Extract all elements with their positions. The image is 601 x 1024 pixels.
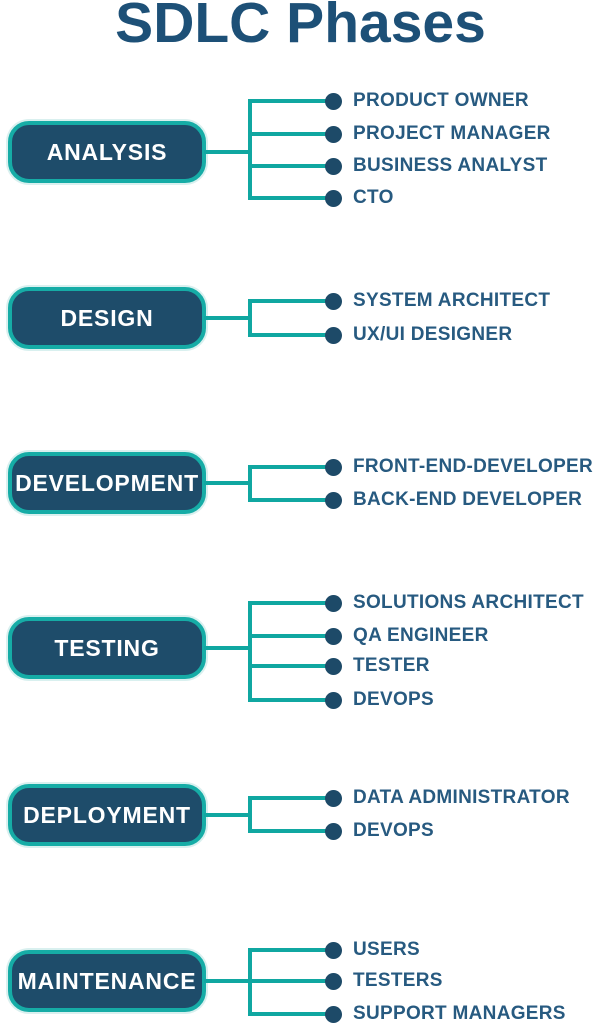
role-label: DEVOPS (353, 689, 434, 710)
phase-box-analysis: ANALYSIS (8, 121, 206, 183)
connector-branch-line (250, 664, 328, 668)
role-bullet-icon (325, 327, 342, 344)
role-label: BACK-END DEVELOPER (353, 489, 583, 510)
role-bullet-icon (325, 1006, 342, 1023)
phase-label-deployment: DEPLOYMENT (23, 801, 191, 828)
role-bullet-icon (325, 126, 342, 143)
role-bullet-icon (325, 790, 342, 807)
role-label: FRONT-END-DEVELOPER (353, 456, 594, 477)
connector-stem-line (204, 813, 252, 817)
connector-branch-line (250, 634, 328, 638)
role-bullet-icon (325, 692, 342, 709)
role-bullet-icon (325, 658, 342, 675)
role-label: SYSTEM ARCHITECT (353, 290, 551, 311)
role-bullet-icon (325, 595, 342, 612)
role-label: TESTER (353, 655, 430, 676)
phase-label-development: DEVELOPMENT (15, 469, 199, 496)
role-label: CTO (353, 187, 394, 208)
connector-branch-line (250, 99, 328, 103)
role-label: PRODUCT OWNER (353, 90, 529, 111)
connector-stem-line (204, 316, 252, 320)
role-bullet-icon (325, 973, 342, 990)
connector-stem-line (204, 150, 252, 154)
role-bullet-icon (325, 293, 342, 310)
role-label: USERS (353, 939, 420, 960)
connector-branch-line (250, 299, 328, 303)
connector-branch-line (250, 465, 328, 469)
role-label: DATA ADMINISTRATOR (353, 787, 570, 808)
connector-branch-line (250, 948, 328, 952)
connector-spine-line (248, 601, 252, 702)
phase-label-design: DESIGN (60, 304, 154, 331)
role-bullet-icon (325, 93, 342, 110)
phase-box-maintenance: MAINTENANCE (8, 950, 206, 1012)
connector-branch-line (250, 164, 328, 168)
connector-branch-line (250, 979, 328, 983)
connector-spine-line (248, 796, 252, 833)
connector-branch-line (250, 796, 328, 800)
role-bullet-icon (325, 628, 342, 645)
connector-branch-line (250, 1012, 328, 1016)
role-bullet-icon (325, 190, 342, 207)
role-bullet-icon (325, 459, 342, 476)
connector-branch-line (250, 498, 328, 502)
connector-stem-line (204, 646, 252, 650)
connector-branch-line (250, 829, 328, 833)
role-label: SUPPORT MANAGERS (353, 1003, 566, 1024)
phase-box-deployment: DEPLOYMENT (8, 784, 206, 846)
phase-label-analysis: ANALYSIS (46, 138, 168, 165)
phase-box-development: DEVELOPMENT (8, 452, 206, 514)
page-title: SDLC Phases (115, 0, 486, 55)
phase-label-testing: TESTING (54, 634, 160, 661)
role-label: BUSINESS ANALYST (353, 155, 548, 176)
phase-box-testing: TESTING (8, 617, 206, 679)
role-label: QA ENGINEER (353, 625, 489, 646)
connector-branch-line (250, 698, 328, 702)
role-label: PROJECT MANAGER (353, 123, 551, 144)
role-label: UX/UI DESIGNER (353, 324, 513, 345)
connector-stem-line (204, 481, 252, 485)
connector-branch-line (250, 333, 328, 337)
role-label: DEVOPS (353, 820, 434, 841)
connector-branch-line (250, 132, 328, 136)
role-bullet-icon (325, 492, 342, 509)
connector-branch-line (250, 196, 328, 200)
connector-spine-line (248, 99, 252, 200)
phase-box-design: DESIGN (8, 287, 206, 349)
connector-branch-line (250, 601, 328, 605)
role-bullet-icon (325, 823, 342, 840)
role-label: TESTERS (353, 970, 443, 991)
role-bullet-icon (325, 158, 342, 175)
role-label: SOLUTIONS ARCHITECT (353, 592, 584, 613)
connector-spine-line (248, 299, 252, 337)
role-bullet-icon (325, 942, 342, 959)
connector-stem-line (204, 979, 252, 983)
connector-spine-line (248, 465, 252, 502)
phase-label-maintenance: MAINTENANCE (17, 967, 197, 994)
